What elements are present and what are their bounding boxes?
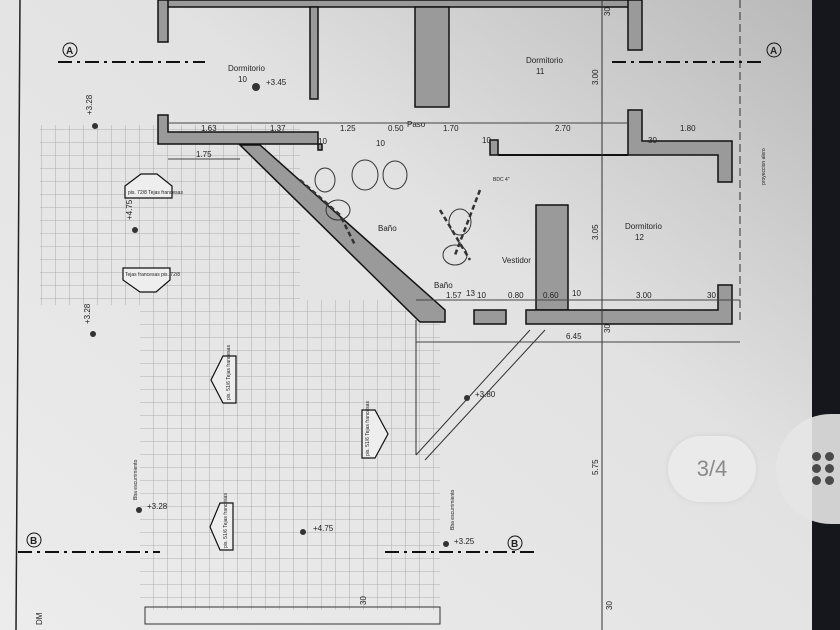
plan-label: 10: [318, 137, 327, 146]
plan-label: +4.75: [313, 524, 334, 533]
plan-label: pis. 51/6 Tejas francesas: [226, 345, 232, 400]
plan-label: pis. 72/8 Tejas francesas: [128, 190, 183, 196]
plan-label: +3.28: [85, 94, 94, 115]
plan-label: 30: [648, 136, 657, 145]
bathroom-fixtures: [299, 159, 482, 266]
plan-label: Baño: [434, 281, 453, 290]
plan-label: Bba escurrimiento: [133, 459, 139, 500]
plan-label: Bba escurrimiento: [450, 489, 456, 530]
plan-label: Vestidor: [502, 256, 531, 265]
plan-label: 30: [605, 601, 614, 610]
plan-label: BDC 4": [493, 177, 510, 183]
plan-label: 10: [477, 291, 486, 300]
plan-label: proyeccion alero: [761, 148, 767, 185]
plan-label: 0.80: [508, 291, 524, 300]
plan-label: B: [511, 539, 518, 550]
plan-label: 11: [536, 67, 545, 76]
plan-label: A: [770, 46, 777, 57]
plan-label: B: [30, 536, 37, 547]
walls: [157, 0, 733, 325]
plan-label: 10: [572, 289, 581, 298]
plan-label: DM: [35, 612, 44, 625]
plan-label: 1.57: [446, 291, 462, 300]
dimensions: 1.63 1.37 1.25 0.50 1.70 2.70 1.80 1.75 …: [196, 7, 716, 610]
roof-tiles-area: [140, 300, 440, 610]
page-indicator: 3/4: [668, 436, 756, 502]
plan-label: 12: [635, 233, 644, 242]
plan-label: 1.70: [443, 124, 459, 133]
plan-label: Dormitorio: [625, 222, 662, 231]
plan-label: 2.70: [555, 124, 571, 133]
plan-label: 30: [603, 324, 612, 333]
plan-label: 5.75: [591, 459, 600, 475]
plan-label: 30: [359, 596, 368, 605]
plan-label: 3.00: [636, 291, 652, 300]
plan-label: +3.28: [83, 303, 92, 324]
plan-label: 1.63: [201, 124, 217, 133]
plan-label: +3.28: [147, 502, 168, 511]
plan-label: 3.00: [591, 69, 600, 85]
plan-label: Paso: [407, 120, 426, 129]
plan-label: +3.80: [475, 390, 496, 399]
plan-label: Baño: [378, 224, 397, 233]
plan-label: 1.37: [270, 124, 286, 133]
plan-notes: BDC 4" proyeccion alero Bba escurrimient…: [35, 148, 767, 625]
roof-tags: pis. 72/8 Tejas francesas Tejas francesa…: [122, 173, 389, 551]
plan-label: 10: [376, 139, 385, 148]
section-marks: A A B B: [26, 42, 782, 551]
grid-dots-icon: [812, 452, 836, 486]
room-labels: Dormitorio 10 Dormitorio 11 Dormitorio 12 B…: [228, 56, 662, 298]
plan-label: 1.80: [680, 124, 696, 133]
plan-label: 3.05: [591, 224, 600, 240]
plan-label: Dormitorio: [228, 64, 265, 73]
plan-label: 0.60: [543, 291, 559, 300]
plan-label: 30: [603, 7, 612, 16]
plan-label: 13: [466, 289, 475, 298]
plan-label: Tejas francesas pis. 72/8: [125, 272, 180, 278]
plan-label: pis. 51/6 Tejas francesas: [365, 401, 371, 456]
plan-label: 10: [238, 75, 247, 84]
plan-label: +4.75: [125, 199, 134, 220]
plan-label: 10: [482, 136, 491, 145]
plan-label: 6.45: [566, 332, 582, 341]
plan-label: Dormitorio: [526, 56, 563, 65]
plan-label: 1.25: [340, 124, 356, 133]
level-marks: +3.45 +3.28 +4.75 +3.28 +3.80 +3.28 +4.7…: [83, 78, 496, 547]
plan-label: +3.25: [454, 537, 475, 546]
floor-plan-image[interactable]: A A B B Dormitorio 10 Dormitorio 11 Dormit…: [0, 0, 812, 630]
page-indicator-label: 3/4: [696, 456, 728, 481]
plan-label: pis. 51/6 Tejas francesas: [223, 493, 229, 548]
plan-label: 30: [707, 291, 716, 300]
plan-label: 1.75: [196, 150, 212, 159]
plan-label: A: [66, 46, 73, 57]
plan-label: 0.50: [388, 124, 404, 133]
plan-label: +3.45: [266, 78, 287, 87]
